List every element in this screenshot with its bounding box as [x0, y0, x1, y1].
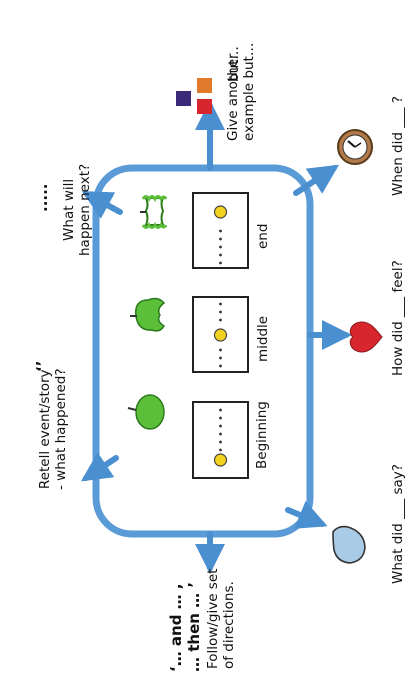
prompt-say: What did ___ say? — [390, 464, 406, 584]
directions-seq2: … then … ’ — [185, 581, 203, 672]
stage-label-end: end — [255, 223, 271, 249]
but-line2: example but… — [241, 42, 257, 141]
retell-line2: - what happened? — [53, 368, 69, 491]
prompt-but: Give another example but… — [225, 43, 257, 141]
prompt-retell: Retell event/story - what happened? — [37, 369, 69, 491]
but-line1: Give another — [225, 53, 241, 141]
next-line1: What will — [61, 178, 77, 241]
stage-box-beginning — [192, 401, 249, 479]
prompt-feel: How did ___ feel? — [390, 260, 406, 376]
stage-dots-middle — [219, 302, 222, 368]
apple-icon — [127, 394, 165, 430]
retell-line1: Retell event/story — [37, 369, 53, 490]
apple-core-icon — [140, 195, 168, 229]
stage-marker-beginning — [213, 453, 228, 467]
arrow-next — [81, 191, 123, 219]
prompt-directions: Follow/give set of directions. — [205, 569, 237, 669]
directions-sequence: ‘… and … , … then … ’ — [167, 582, 203, 672]
stage-marker-end — [213, 205, 228, 219]
colored-blocks-icon — [176, 78, 212, 114]
directions-seq1: ‘… and … , — [167, 583, 185, 672]
stage-label-middle: middle — [255, 315, 271, 362]
arrows — [81, 100, 352, 574]
heart-icon — [349, 321, 383, 353]
stage-marker-middle — [213, 328, 228, 342]
stage-dots-beginning — [219, 408, 222, 452]
prompt-when: When did ___ ? — [390, 96, 406, 196]
stage-dots-end — [219, 229, 222, 265]
arrow-when — [293, 164, 340, 196]
clock-icon — [337, 129, 373, 165]
stage-label-beginning: Beginning — [254, 401, 270, 469]
speech-drop-icon — [332, 525, 366, 564]
arrow-say — [285, 500, 328, 529]
prompt-next: What will happen next? — [61, 164, 93, 256]
next-line2: happen next? — [77, 163, 93, 256]
arrow-retell — [81, 452, 119, 482]
apple-bitten-icon — [130, 297, 166, 332]
next-dots-mark: ..... — [33, 183, 51, 213]
directions-line2: of directions. — [221, 581, 237, 669]
directions-line1: Follow/give set — [205, 568, 221, 669]
